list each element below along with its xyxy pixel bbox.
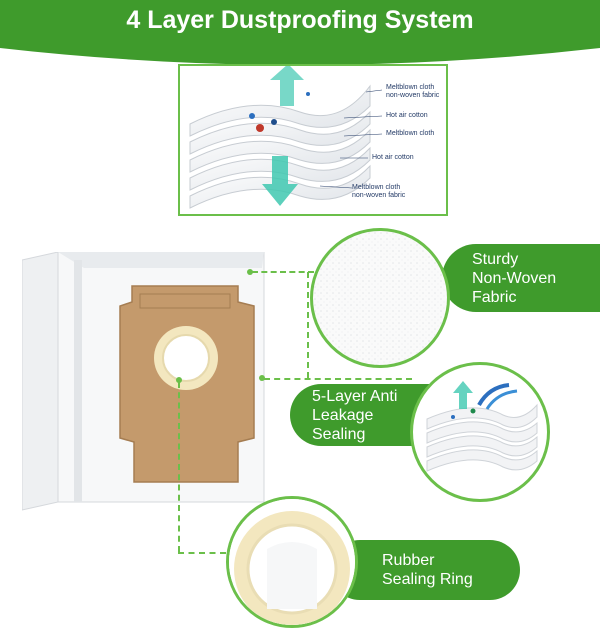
dust-bag-graphic (22, 252, 265, 511)
layers-closeup-graphic (426, 381, 538, 472)
connector-ring-vertical (178, 382, 180, 552)
header-banner (0, 0, 600, 72)
layers-closeup (410, 362, 550, 502)
dust-bag-illustration (22, 252, 280, 514)
connector-ring (178, 552, 226, 554)
layer-label-4: Hot air cotton (372, 154, 414, 161)
layer-label-2: Hot air cotton (386, 112, 428, 119)
layer-sheets-illustration (189, 66, 383, 209)
ring-closeup (226, 496, 358, 628)
connector-fabric (252, 271, 314, 273)
layer-label-3: Meltblown cloth (386, 130, 435, 137)
connector-vertical-1 (307, 272, 309, 378)
page-title: 4 Layer Dustproofing System (126, 6, 474, 34)
fabric-texture (313, 231, 447, 365)
ring-closeup-graphic (229, 499, 355, 625)
fabric-closeup (310, 228, 450, 368)
connector-leakage (264, 378, 412, 380)
banner-shape (0, 0, 600, 65)
